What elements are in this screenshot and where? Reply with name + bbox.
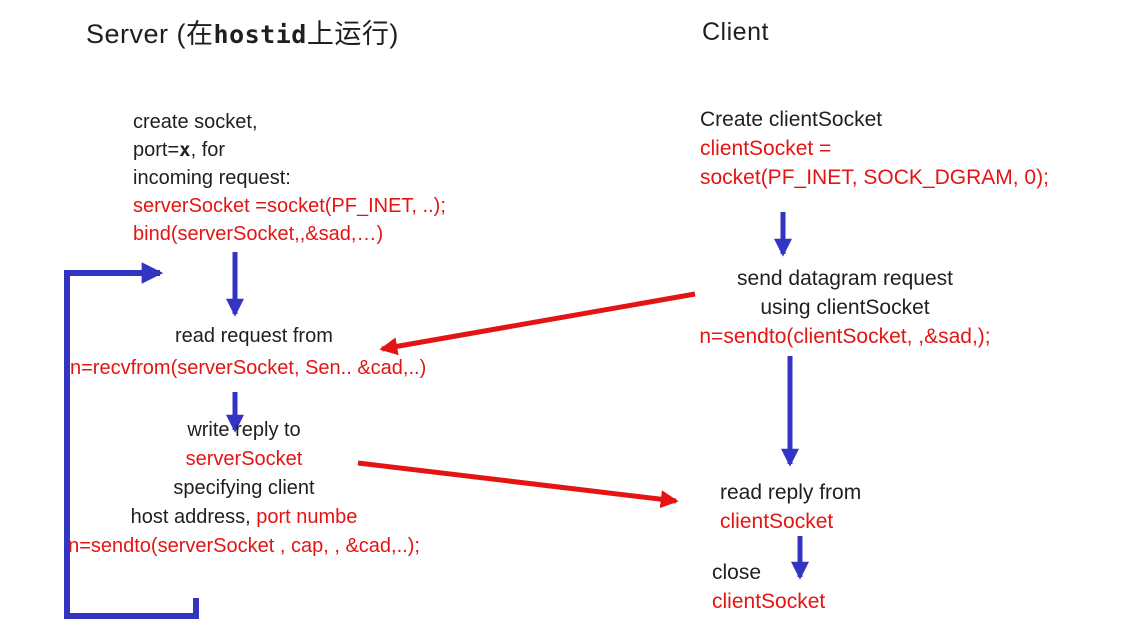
code-line: bind(serverSocket,,&sad,…) [133, 223, 384, 245]
code-line: socket(PF_INET, SOCK_DGRAM, 0); [700, 166, 1049, 189]
text-line: host address, port numbe [0, 503, 488, 532]
port-number-text: port numbe [256, 506, 358, 528]
text-line: specifying client [173, 477, 315, 499]
text-line: port=x, for [133, 136, 446, 164]
host-address-text: host address, [130, 506, 257, 528]
code-line: serverSocket =socket(PF_INET, ..); [133, 195, 446, 217]
server-reply-block: write reply to serverSocket specifying c… [0, 416, 488, 561]
code-line: clientSocket [720, 510, 834, 533]
server-title-hostid: hostid [213, 20, 307, 49]
server-title-prefix: Server (在 [86, 19, 214, 49]
server-setup-block: create socket, port=x, for incoming requ… [133, 108, 446, 248]
code-line: serverSocket [185, 448, 303, 470]
port-variable: x [179, 139, 191, 161]
client-title: Client [702, 18, 769, 46]
text-line: create socket, [133, 111, 258, 133]
text-line: write reply to [187, 419, 301, 441]
client-create-block: Create clientSocket clientSocket = socke… [700, 105, 1049, 192]
code-line: clientSocket = [700, 137, 832, 160]
port-text: port= [133, 139, 180, 161]
code-line: n=sendto(serverSocket , cap, , &cad,..); [68, 535, 420, 557]
server-read-label: read request from [175, 325, 333, 347]
client-close-block: close clientSocket [712, 558, 825, 616]
server-title: Server (在hostid上运行) [86, 12, 399, 51]
client-send-block: send datagram request using clientSocket… [615, 264, 1075, 351]
client-read-block: read reply from clientSocket [720, 478, 861, 536]
text-line: close [712, 561, 762, 584]
text-line: Create clientSocket [700, 108, 883, 131]
server-read-code: n=recvfrom(serverSocket, Sen.. &cad,..) [70, 357, 427, 379]
text-line: send datagram request [737, 267, 953, 290]
text-line: read reply from [720, 481, 862, 504]
code-line: clientSocket [712, 590, 826, 613]
server-title-suffix: 上运行) [306, 19, 399, 49]
port-text-tail: , for [190, 139, 226, 161]
code-line: n=sendto(clientSocket, ,&sad,); [699, 325, 991, 348]
text-line: incoming request: [133, 167, 291, 189]
text-line: using clientSocket [760, 296, 930, 319]
